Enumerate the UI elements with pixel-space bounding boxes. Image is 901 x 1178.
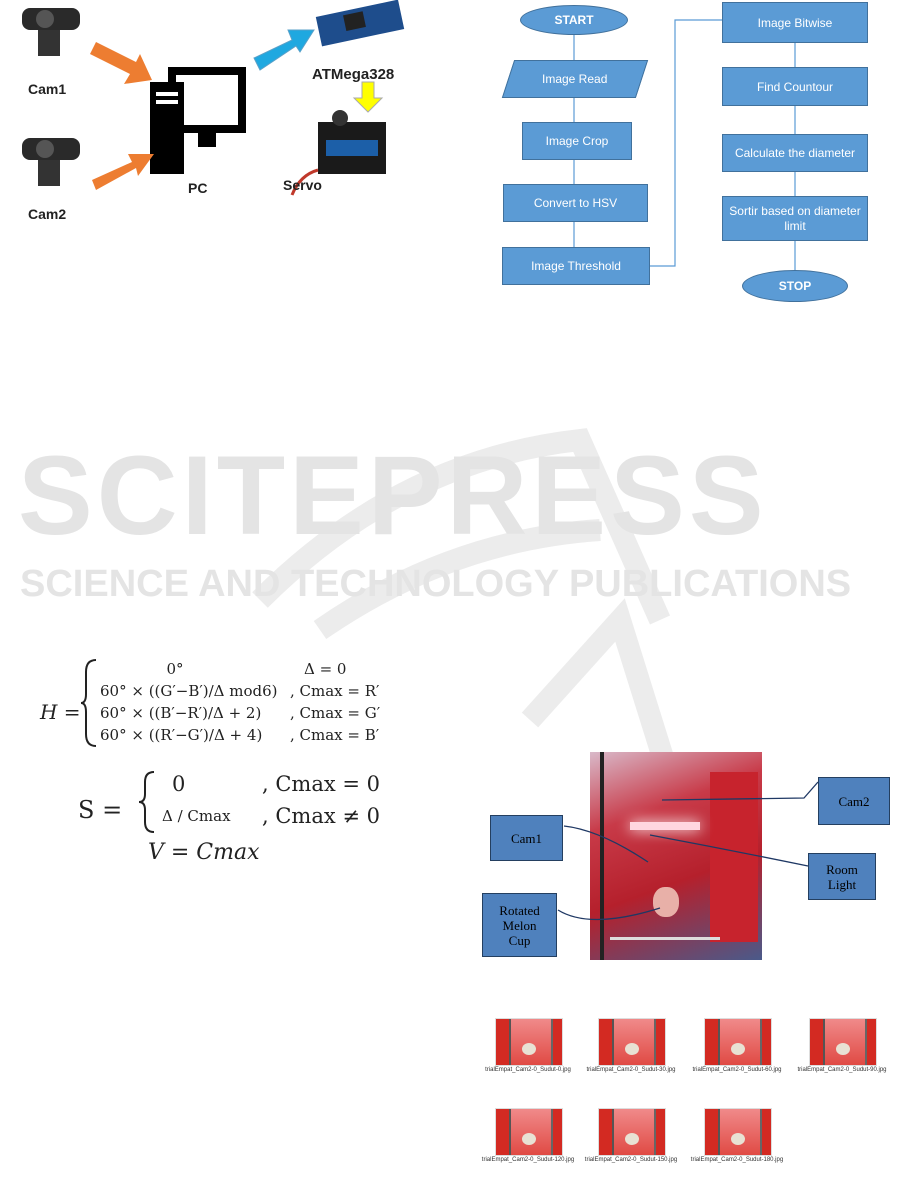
cam1-label: Cam1 — [28, 81, 67, 97]
flow-step-label: Image Read — [542, 72, 608, 86]
watermark-title: SCITEPRESS — [18, 433, 768, 558]
thumbnail-filename: trialEmpat_Cam2-0_Sudut-150.jpg — [584, 1157, 678, 1163]
eq-case-cond: Δ = 0 — [304, 660, 347, 678]
eq-case-expr: 60° × ((R′−G′)/Δ + 4) — [100, 726, 263, 744]
watermark-subtitle: SCIENCE AND TECHNOLOGY PUBLICATIONS — [20, 563, 852, 605]
flow-image-threshold: Image Threshold — [502, 247, 650, 285]
eq-case-expr: 0° — [166, 660, 184, 678]
eq-h-brace — [80, 659, 97, 747]
eq-case-expr: Δ / Cmax — [162, 807, 231, 825]
arrow-cam1-pc — [90, 42, 152, 84]
callout-cam1: Cam1 — [490, 815, 563, 861]
thumbnail-filename: trialEmpat_Cam2-0_Sudut-30.jpg — [586, 1067, 676, 1073]
eq-s-cases: 0 , Cmax = 0 Δ / Cmax , Cmax ≠ 0 — [162, 768, 380, 832]
eq-case-cond: , Cmax = 0 — [262, 772, 381, 796]
webcam-icon — [22, 138, 80, 186]
arrow-mcu-servo — [352, 81, 384, 113]
flow-find-contour: Find Countour — [722, 67, 868, 106]
flow-convert-hsv: Convert to HSV — [503, 184, 648, 222]
thumbnail-filename: trialEmpat_Cam2-0_Sudut-180.jpg — [690, 1157, 784, 1163]
callout-cam2: Cam2 — [818, 777, 890, 825]
image-thumbnail[interactable] — [495, 1018, 563, 1066]
pc-icon — [150, 67, 246, 174]
image-thumbnail[interactable] — [809, 1018, 877, 1066]
flow-stop: STOP — [742, 270, 848, 302]
eq-case-expr: 0 — [172, 772, 186, 796]
eq-case-cond: , Cmax = G′ — [290, 704, 381, 722]
callout-leaders — [557, 781, 819, 921]
watermark-book-logo — [252, 428, 681, 784]
image-thumbnail[interactable] — [598, 1108, 666, 1156]
arrow-cam2-pc — [92, 154, 154, 190]
flow-sort: Sortir based on diameter limit — [722, 196, 868, 241]
flow-image-bitwise: Image Bitwise — [722, 2, 868, 43]
eq-case-cond: , Cmax = R′ — [290, 682, 380, 700]
callout-melon-cup: Rotated Melon Cup — [482, 893, 557, 957]
flowchart-connectors — [573, 19, 796, 270]
eq-case-expr: 60° × ((G′−B′)/Δ mod6) — [100, 682, 278, 700]
callout-room-light: Room Light — [808, 853, 876, 900]
system-diagram — [22, 0, 405, 196]
thumbnail-filename: trialEmpat_Cam2-0_Sudut-120.jpg — [481, 1157, 575, 1163]
arrow-pc-mcu — [253, 29, 315, 71]
flow-image-read: Image Read — [501, 60, 649, 98]
chamber-photo — [590, 752, 762, 960]
eq-s-lhs: S = — [78, 796, 123, 824]
image-thumbnail[interactable] — [704, 1108, 772, 1156]
eq-case-expr: 60° × ((B′−R′)/Δ + 2) — [100, 704, 262, 722]
servo-icon — [290, 110, 386, 196]
cam2-label: Cam2 — [28, 206, 67, 222]
eq-case-cond: , Cmax ≠ 0 — [262, 804, 381, 828]
eq-v: V = Cmax — [148, 840, 260, 865]
webcam-icon — [22, 8, 80, 56]
image-thumbnail[interactable] — [704, 1018, 772, 1066]
servo-label: Servo — [283, 177, 322, 193]
thumbnail-filename: trialEmpat_Cam2-0_Sudut-60.jpg — [692, 1067, 782, 1073]
image-thumbnail[interactable] — [495, 1108, 563, 1156]
image-thumbnail[interactable] — [598, 1018, 666, 1066]
flow-calc-diameter: Calculate the diameter — [722, 134, 868, 172]
pc-label: PC — [188, 180, 208, 196]
atmega-board-icon — [315, 0, 405, 47]
eq-case-cond: , Cmax = B′ — [290, 726, 380, 744]
flow-start: START — [520, 5, 628, 35]
mcu-label: ATMega328 — [312, 66, 395, 83]
thumbnail-filename: trialEmpat_Cam2-0_Sudut-90.jpg — [797, 1067, 887, 1073]
eq-h-lhs: H = — [40, 700, 81, 724]
thumbnail-filename: trialEmpat_Cam2-0_Sudut-0.jpg — [485, 1067, 571, 1073]
eq-s-brace — [138, 771, 155, 833]
eq-h-cases: 0° Δ = 0 60° × ((G′−B′)/Δ mod6) , Cmax = R… — [100, 658, 380, 746]
flow-image-crop: Image Crop — [522, 122, 632, 160]
